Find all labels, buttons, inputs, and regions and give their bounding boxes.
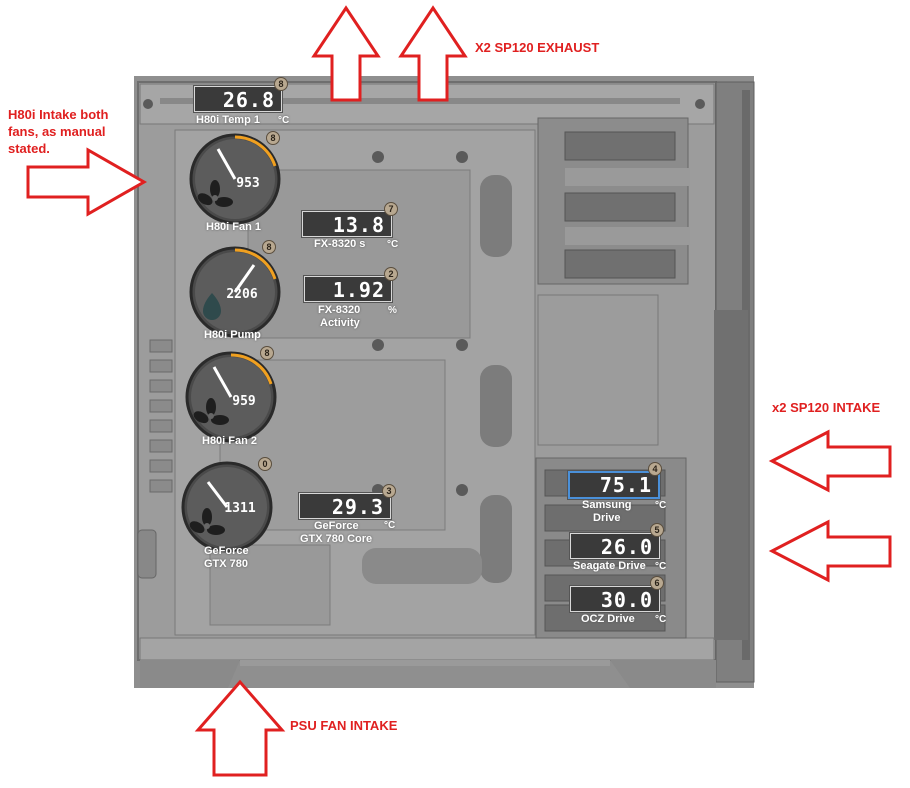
cpu-activity-badge: 2 — [384, 267, 398, 281]
seagate-drive-badge: 5 — [650, 523, 664, 537]
exhaust-arrow-2 — [398, 5, 468, 102]
psu-intake-annotation: PSU FAN INTAKE — [290, 718, 398, 733]
h80i-fan2-label: H80i Fan 2 — [202, 435, 258, 447]
fan-icon — [197, 180, 233, 207]
cpu-temp-unit: °C — [387, 239, 399, 250]
exhaust-annotation: X2 SP120 EXHAUST — [475, 40, 600, 55]
cpu-activity-display[interactable]: 1.92 — [304, 276, 392, 302]
samsung-drive-badge: 4 — [648, 462, 662, 476]
ocz-drive-badge: 6 — [650, 576, 664, 590]
psu-intake-arrow — [194, 679, 286, 777]
gpu-core-label-line2: GTX 780 Core — [300, 533, 373, 545]
gpu-fan-label-line2: GTX 780 — [204, 558, 249, 570]
front-intake-arrow-2 — [768, 519, 892, 583]
seagate-drive-label: Seagate Drive — [573, 560, 646, 572]
h80i-fan1-label: H80i Fan 1 — [206, 221, 262, 233]
fan-icon — [189, 508, 225, 535]
cpu-temp-badge: 7 — [384, 202, 398, 216]
gpu-fan-value: 1311 — [224, 501, 255, 516]
h80i-intake-annotation-line2: fans, as manual — [8, 124, 106, 139]
water-drop-icon — [203, 293, 221, 320]
gpu-core-temp-display[interactable]: 29.3 — [299, 493, 391, 519]
cpu-temp-label: FX-8320 s — [314, 238, 366, 250]
ocz-drive-temp-display[interactable]: 30.0 — [570, 586, 660, 612]
samsung-drive-label-line1: Samsung — [582, 499, 632, 511]
h80i-temp-badge: 8 — [274, 77, 288, 91]
cpu-temp-display[interactable]: 13.8 — [302, 211, 392, 237]
samsung-drive-label-line2: Drive — [593, 512, 621, 524]
front-mesh — [714, 310, 748, 640]
h80i-intake-annotation-line1: H80i Intake both — [8, 107, 109, 122]
samsung-drive-unit: °C — [655, 500, 667, 511]
h80i-pump-gauge[interactable]: 2206 — [188, 245, 282, 339]
h80i-pump-label: H80i Pump — [204, 329, 261, 341]
cpu-activity-unit: % — [388, 305, 397, 316]
ocz-drive-label: OCZ Drive — [581, 613, 635, 625]
h80i-intake-annotation-line3: stated. — [8, 141, 50, 156]
h80i-fan1-badge: 8 — [266, 131, 280, 145]
front-intake-annotation: x2 SP120 INTAKE — [772, 400, 881, 415]
front-intake-arrow-1 — [768, 429, 892, 493]
h80i-temp-display[interactable]: 26.8 — [194, 86, 282, 112]
gpu-core-label-line1: GeForce — [314, 520, 359, 532]
h80i-temp-unit: °C — [278, 115, 290, 126]
h80i-pump-value: 2206 — [226, 287, 257, 302]
exhaust-arrow-1 — [311, 5, 381, 102]
ocz-drive-unit: °C — [655, 614, 667, 625]
h80i-fan2-value: 959 — [232, 394, 255, 409]
samsung-drive-temp-display[interactable]: 75.1 — [568, 471, 660, 499]
gpu-fan-label-line1: GeForce — [204, 545, 249, 557]
h80i-fan1-gauge[interactable]: 953 — [188, 132, 282, 226]
gpu-fan-badge: 0 — [258, 457, 272, 471]
gpu-core-temp-badge: 3 — [382, 484, 396, 498]
gpu-core-temp-unit: °C — [384, 520, 396, 531]
h80i-intake-arrow — [26, 147, 148, 217]
cpu-activity-label-line1: FX-8320 — [318, 304, 361, 316]
fan-icon — [193, 398, 229, 425]
cpu-activity-label-line2: Activity — [320, 317, 360, 329]
h80i-pump-badge: 8 — [262, 240, 276, 254]
h80i-fan1-value: 953 — [236, 176, 259, 191]
h80i-temp-label: H80i Temp 1 — [196, 114, 260, 126]
h80i-fan2-gauge[interactable]: 959 — [184, 350, 278, 444]
gpu-fan-gauge[interactable]: 1311 — [180, 460, 274, 554]
h80i-fan2-badge: 8 — [260, 346, 274, 360]
seagate-drive-unit: °C — [655, 561, 667, 572]
seagate-drive-temp-display[interactable]: 26.0 — [570, 533, 660, 559]
